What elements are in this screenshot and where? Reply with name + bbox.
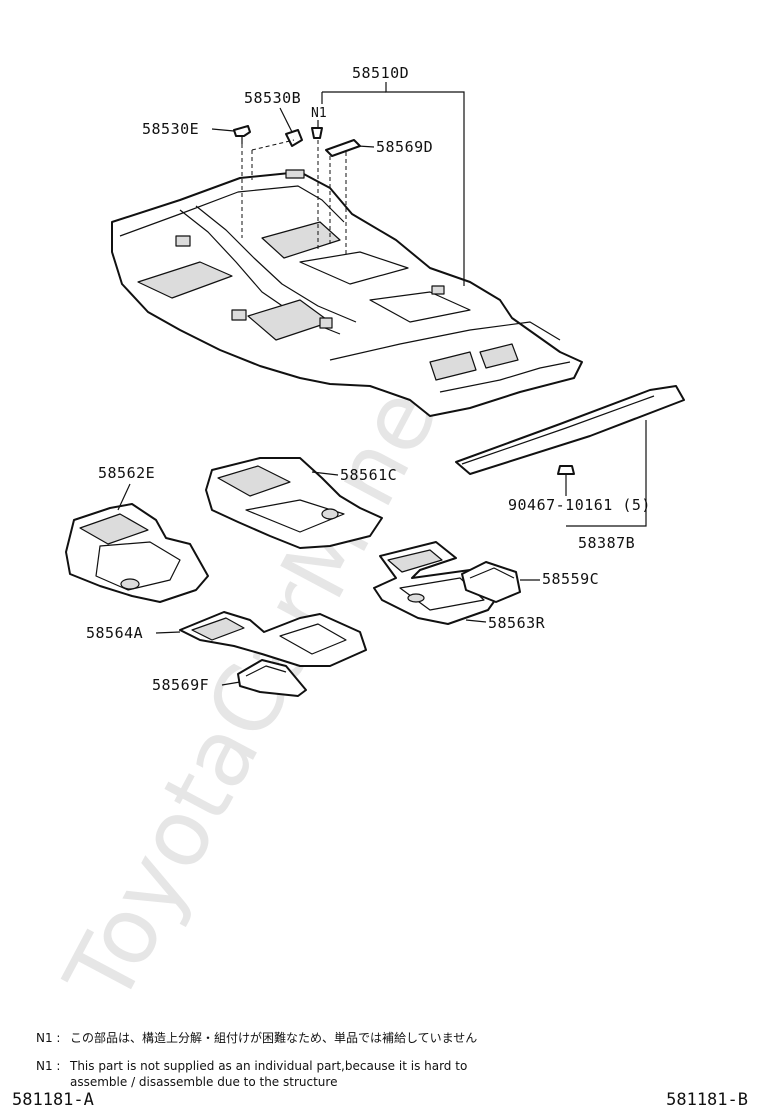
floor-carpet-58510D	[111, 169, 583, 417]
mat-58561C	[205, 457, 383, 549]
label-58563R: 58563R	[488, 614, 546, 632]
label-90467: 90467-10161 (5)	[508, 496, 651, 514]
label-58564A: 58564A	[86, 624, 143, 642]
label-58569D: 58569D	[376, 138, 433, 156]
clip-58530B	[285, 129, 303, 147]
label-58561C: 58561C	[340, 466, 397, 484]
pad-58569F	[237, 659, 307, 697]
mat-58564A	[179, 611, 367, 667]
pad-58559C	[461, 561, 521, 603]
reference-code-left: 581181-A	[12, 1090, 94, 1110]
label-58530E: 58530E	[142, 120, 199, 138]
footnote-key: N1 :	[36, 1059, 61, 1073]
clip-N1	[311, 127, 323, 139]
footnote-text: This part is not supplied as an individu…	[70, 1059, 468, 1089]
mat-58562E	[65, 503, 209, 603]
label-58562E: 58562E	[98, 464, 155, 482]
label-58530B: 58530B	[244, 89, 301, 107]
label-58559C: 58559C	[542, 570, 599, 588]
clip-58530E	[233, 125, 251, 144]
label-N1: N1	[311, 106, 327, 121]
mat-58563R	[373, 541, 499, 625]
footnotes: N1 : この部品は、構造上分解・組付けが困難なため、単品では補給していません …	[36, 1030, 736, 1090]
reference-code-right: 581181-B	[666, 1090, 748, 1110]
label-58510D: 58510D	[352, 64, 409, 82]
footnote-text: この部品は、構造上分解・組付けが困難なため、単品では補給していません	[70, 1031, 478, 1045]
footnote-key: N1 :	[36, 1031, 61, 1045]
pad-58569D	[325, 139, 361, 157]
footnote-en: N1 : This part is not supplied as an ind…	[36, 1058, 736, 1090]
label-58569F: 58569F	[152, 676, 209, 694]
footnote-ja: N1 : この部品は、構造上分解・組付けが困難なため、単品では補給していません	[36, 1030, 736, 1046]
clip-90467	[557, 465, 575, 484]
scuff-plate-58387B	[455, 385, 685, 475]
label-58387B: 58387B	[578, 534, 635, 552]
